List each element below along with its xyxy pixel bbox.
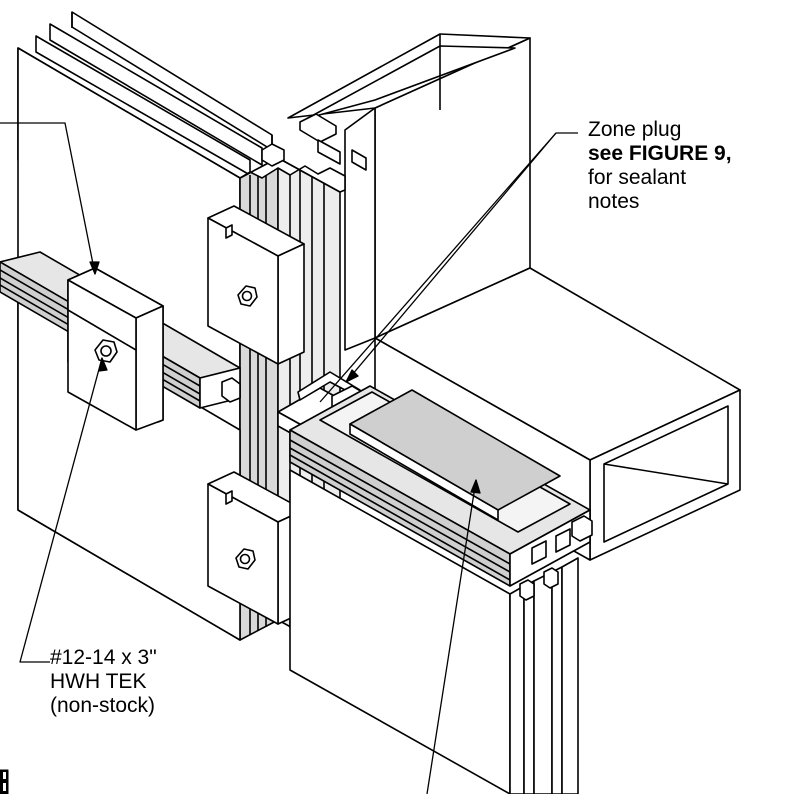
leader-lines [0,122,578,794]
right-sill-horizontal [289,385,593,587]
figure-reference: see FIGURE 9, [588,142,732,165]
zone-plug-label: Zone plug [588,118,682,141]
upper-mullion-fastener-head [237,285,258,307]
arrow-fastener [98,357,108,372]
leader-zone-plug-2 [319,132,557,403]
arrow-zone-plug-1 [345,369,359,383]
fastener-size-label: #12-14 x 3" [50,646,157,669]
zone-plug-callout: Zone plug see FIGURE 9, for sealant note… [588,118,732,214]
fastener-stock-label: (non-stock) [50,694,156,717]
notes-label: notes [588,190,640,213]
glass-panel-back-2 [49,23,263,166]
glass-panel-lower-right [289,469,511,794]
back-mullion-tube [287,33,531,351]
leader-setting-block [426,479,477,794]
detail-marker-icon [0,769,9,794]
arrow-setting-block [470,479,481,494]
fastener-type-label: HWH TEK [50,670,147,693]
left-fastener-head [94,339,118,363]
leader-fastener [19,357,103,663]
mullion-tube-inner [307,45,516,119]
lower-right-glass-panels [289,469,579,794]
lower-mullion-fastener-head [235,548,256,570]
arrow-top-left [89,261,100,275]
fastener-callout: #12-14 x 3" HWH TEK (non-stock) [50,646,157,718]
sealant-label: for sealant [588,166,687,189]
leader-top-left [0,122,96,275]
